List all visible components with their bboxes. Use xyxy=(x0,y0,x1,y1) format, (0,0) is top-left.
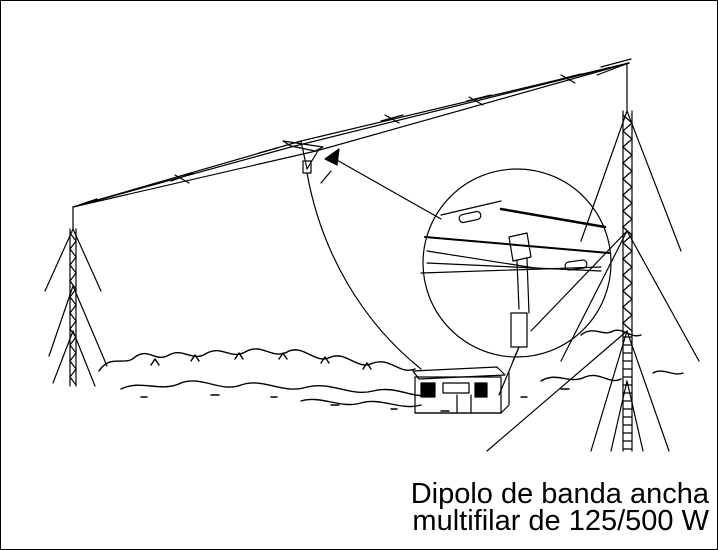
right-tower-guy-wires xyxy=(486,110,700,452)
detail-magnifier xyxy=(420,168,612,396)
dipole-elements xyxy=(72,58,632,208)
equipment-shelter xyxy=(412,366,510,414)
pointer-arrow xyxy=(320,148,442,220)
diagram-caption: Dipolo de banda ancha multifilar de 125/… xyxy=(289,478,709,537)
left-tower xyxy=(69,206,77,387)
vegetation xyxy=(98,329,684,412)
caption-line-2: multifilar de 125/500 W xyxy=(412,505,709,537)
right-tower xyxy=(622,62,633,452)
feed-point-balun xyxy=(282,140,422,370)
caption-line-1: Dipolo de banda ancha xyxy=(410,478,709,510)
